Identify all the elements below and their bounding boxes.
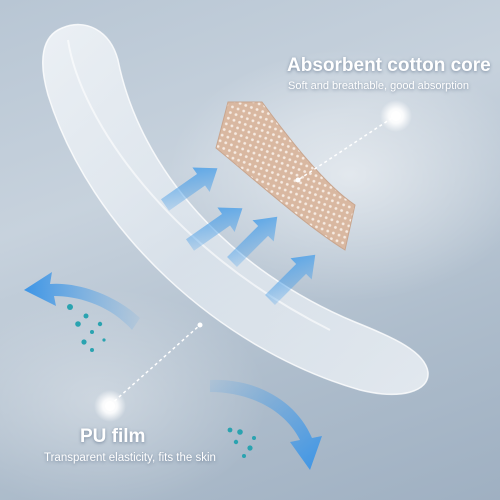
absorbent-core-pad [215,101,356,251]
absorption-arrows [160,167,316,305]
core-callout-description: Soft and breathable, good absorption [288,80,470,92]
core-leader-line [297,117,393,181]
film-marker-dot [94,390,126,422]
core-callout-title: Absorbent cotton core [287,55,491,76]
breathable-arrow-right [210,379,322,470]
film-callout-description: Transparent elasticity, fits the skin [44,452,216,464]
pad-marker-point [295,177,301,183]
film-callout-title: PU film [80,426,146,447]
moisture-particles-left [67,304,106,352]
moisture-particles-right [227,427,256,458]
film-marker-point [197,322,203,328]
film-leader-line [109,324,201,406]
breathable-arrow-left [24,272,140,330]
core-marker-dot [380,100,412,132]
pu-film-shape [42,23,429,396]
